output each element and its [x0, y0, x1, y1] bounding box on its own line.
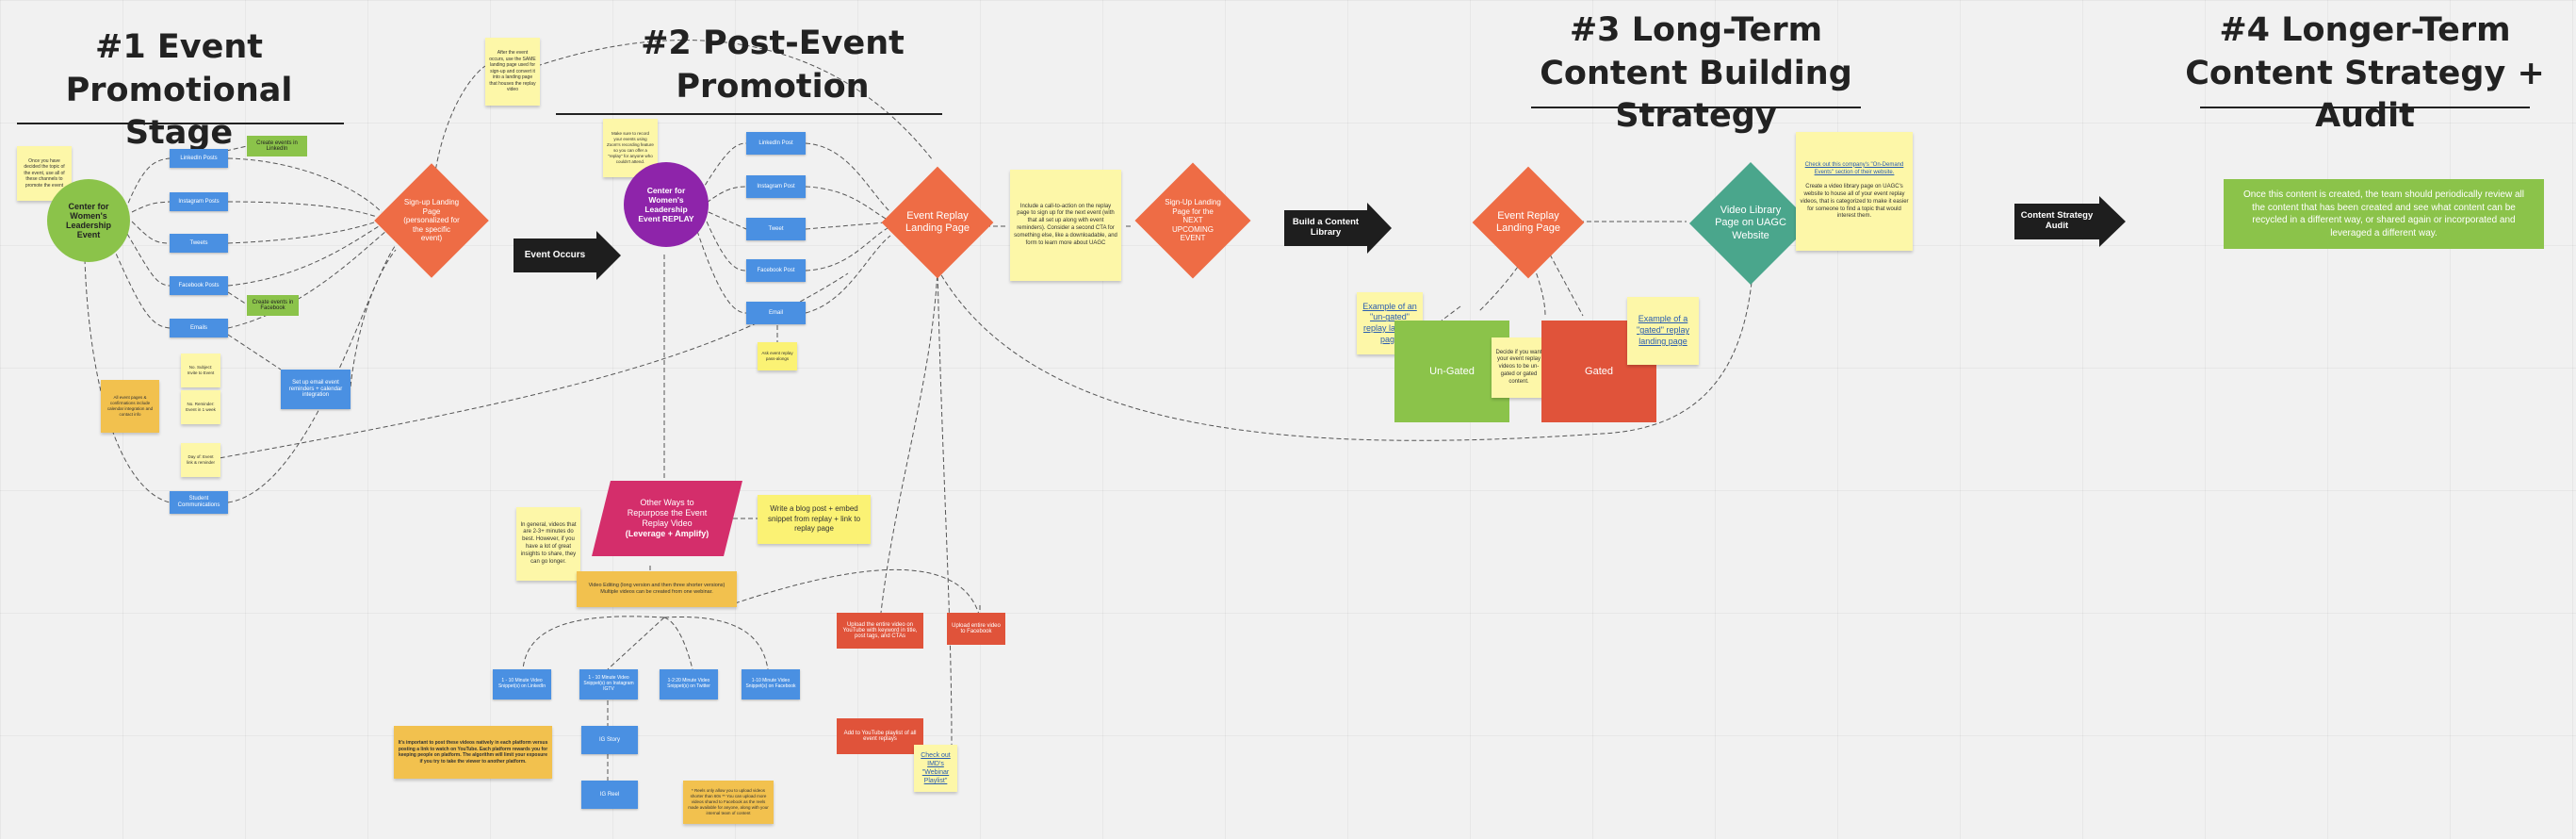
youtube-playlist-box[interactable]: Add to YouTube playlist of all event rep… — [837, 718, 923, 754]
channel-student-communications[interactable]: Student Communications — [170, 491, 228, 514]
library-sticky-text: Create a video library page on UAGC's we… — [1800, 184, 1909, 220]
stage3-replay-label: Event Replay Landing Page — [1496, 209, 1560, 234]
build-library-arrow: Build a Content Library — [1284, 203, 1392, 254]
calendar-reminders-box[interactable]: Set up email event reminders + calendar … — [281, 370, 351, 409]
native-posting-sticky[interactable]: It's important to post these videos nati… — [394, 726, 552, 779]
audit-box[interactable]: Once this content is created, the team s… — [2224, 179, 2544, 249]
email-sticky-2[interactable]: No. Reminder: Event in 1 week — [181, 390, 220, 424]
section-3-title-line1: #3 Long-Term — [1569, 11, 1823, 49]
cta-sticky[interactable]: Include a call-to-action on the replay p… — [1010, 170, 1121, 281]
repurpose-video-shape[interactable]: Other Ways to Repurpose the Event Replay… — [592, 481, 742, 556]
clip-instagram-igtv[interactable]: 1 - 10 Minute Video Snippet(s) on Instag… — [579, 669, 638, 699]
video-length-sticky[interactable]: In general, videos that are 2-3+ minutes… — [516, 507, 580, 581]
video-library-label: Video Library Page on UAGC Website — [1715, 205, 1786, 241]
signup-landing-label: Sign-up Landing Page (personalized for t… — [403, 198, 460, 243]
next-event-label: Sign-Up Landing Page for the NEXT UPCOMI… — [1165, 198, 1221, 243]
signup-landing-diamond[interactable]: Sign-up Landing Page (personalized for t… — [373, 162, 490, 279]
replay-instagram-post[interactable]: Instagram Post — [746, 175, 806, 198]
section-1-title-line1: #1 Event — [95, 28, 263, 66]
ig-reel-box[interactable]: IG Reel — [581, 781, 638, 809]
next-event-diamond[interactable]: Sign-Up Landing Page for the NEXT UPCOMI… — [1134, 162, 1251, 279]
calendar-orange-sticky[interactable]: All event pages & confirmations include … — [101, 380, 159, 433]
section-4-title-line2: Content Strategy + Audit — [2185, 54, 2545, 136]
youtube-upload-box[interactable]: Upload the entire video on YouTube with … — [837, 613, 923, 649]
video-library-diamond[interactable]: Video Library Page on UAGC Website — [1688, 161, 1813, 286]
facebook-upload-box[interactable]: Upload entire video to Facebook — [947, 613, 1005, 645]
event-occurs-arrow: Event Occurs — [514, 231, 621, 280]
section-4-title: #4 Longer-Term Content Strategy + Audit — [2167, 9, 2563, 139]
email-sticky-1[interactable]: No. Subject: Invite to Event — [181, 354, 220, 387]
section-3-title: #3 Long-Term Content Building Strategy — [1470, 9, 1922, 139]
section-4-underline — [2200, 107, 2530, 108]
replay-landing-diamond[interactable]: Event Replay Landing Page — [881, 166, 994, 279]
event-replay-circle[interactable]: Center for Women's Leadership Event REPL… — [624, 162, 709, 247]
ungated-box[interactable]: Un-Gated — [1394, 321, 1509, 422]
email-sticky-3[interactable]: Day of: Event link & reminder — [181, 443, 220, 477]
section-1-title: #1 Event Promotional Stage — [19, 26, 339, 156]
clip-facebook[interactable]: 1-10 Minute Video Snippet(s) on Facebook — [742, 669, 800, 699]
facebook-event-note[interactable]: Create events in Facebook — [247, 295, 299, 316]
video-editing-box[interactable]: Video Editing (long version and then thr… — [577, 571, 737, 607]
gate-decision-sticky[interactable]: Decide if you want your event replay vid… — [1492, 337, 1546, 398]
section-3-title-line2: Content Building Strategy — [1540, 54, 1852, 136]
replay-landing-label: Event Replay Landing Page — [905, 209, 970, 234]
channel-instagram-posts[interactable]: Instagram Posts — [170, 192, 228, 211]
replay-linkedin-post[interactable]: LinkedIn Post — [746, 132, 806, 155]
channel-facebook-posts[interactable]: Facebook Posts — [170, 276, 228, 295]
clip-linkedin[interactable]: 1 - 10 Minute Video Snippet(s) on Linked… — [493, 669, 551, 699]
same-landing-sticky[interactable]: After the event occurs, use the SAME lan… — [485, 38, 540, 106]
ungated-example-link[interactable]: Example of an "un-gated" replay landing … — [1362, 301, 1417, 344]
section-2-title-line2: Promotion — [676, 67, 870, 106]
blog-post-sticky[interactable]: Write a blog post + embed snippet from r… — [758, 495, 871, 544]
channel-tweets[interactable]: Tweets — [170, 234, 228, 253]
section-2-title: #2 Post-Event Promotion — [622, 23, 923, 108]
section-2-underline — [556, 113, 942, 115]
channel-emails[interactable]: Emails — [170, 319, 228, 337]
webinar-playlist-link[interactable]: Check out IMD's "Webinar Playlist" — [921, 751, 951, 785]
event-occurs-label: Event Occurs — [514, 239, 596, 272]
event-circle[interactable]: Center for Women's Leadership Event — [47, 179, 130, 262]
replay-facebook-post[interactable]: Facebook Post — [746, 259, 806, 282]
on-demand-link[interactable]: Check out this company's "On-Demand Even… — [1804, 161, 1904, 175]
reels-length-sticky[interactable]: * Reels only allow you to upload videos … — [683, 781, 774, 824]
replay-tweet[interactable]: Tweet — [746, 218, 806, 240]
gated-example-link[interactable]: Example of a "gated" replay landing page — [1637, 314, 1689, 346]
channel-linkedin-posts[interactable]: LinkedIn Posts — [170, 149, 228, 168]
ig-story-box[interactable]: IG Story — [581, 726, 638, 754]
webinar-playlist-sticky[interactable]: Check out IMD's "Webinar Playlist" — [914, 745, 957, 792]
clip-twitter[interactable]: 1-2:20 Minute Video Snippet(s) on Twitte… — [660, 669, 718, 699]
section-2-title-line1: #2 Post-Event — [641, 25, 905, 62]
gated-example-sticky[interactable]: Example of a "gated" replay landing page — [1627, 297, 1699, 365]
repurpose-bold: (Leverage + Amplify) — [625, 529, 709, 539]
audit-label: Content Strategy Audit — [2014, 204, 2099, 239]
replay-email[interactable]: Email — [746, 302, 806, 324]
repurpose-label: Other Ways to Repurpose the Event Replay… — [627, 497, 708, 529]
video-library-sticky[interactable]: Check out this company's "On-Demand Even… — [1796, 132, 1913, 251]
section-1-title-line2: Promotional Stage — [65, 71, 293, 153]
stage3-replay-diamond[interactable]: Event Replay Landing Page — [1472, 166, 1585, 279]
section-4-title-line1: #4 Longer-Term — [2219, 11, 2511, 49]
email-passalong-sticky[interactable]: Ask event replay pass-alongs — [758, 342, 797, 370]
section-1-underline — [17, 123, 344, 124]
section-3-underline — [1531, 107, 1861, 108]
linkedin-event-note[interactable]: Create events in LinkedIn — [247, 136, 307, 156]
build-library-label: Build a Content Library — [1284, 210, 1367, 246]
audit-arrow: Content Strategy Audit — [2014, 196, 2126, 247]
